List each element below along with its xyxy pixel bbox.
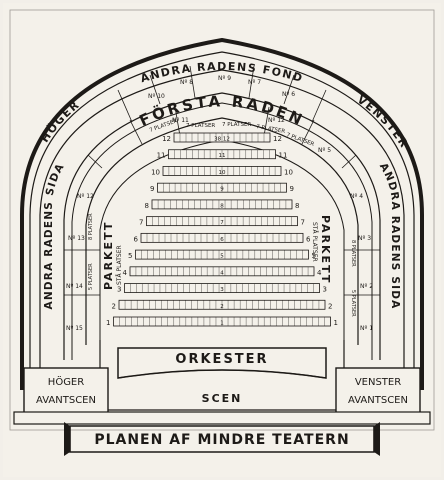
title: PLANEN AF MINDRE TEATERN (94, 432, 349, 448)
platser-label: 5 PLATSER (350, 290, 356, 317)
sta-platser-right-label: STÅ PLATSER (311, 222, 318, 262)
row-number-left: 4 (123, 269, 128, 277)
platser-label: 7 PLATSER (256, 124, 286, 135)
platser-label: 7 PLATSER (186, 123, 215, 129)
parkett-row (151, 199, 293, 210)
box-label: Nº 3 (358, 235, 371, 242)
row-center-mark: 4 (220, 270, 224, 276)
parkett-row (135, 249, 309, 260)
row-number-right: 8 (295, 202, 299, 210)
hoger-avantscen-label: AVANTSCEN (36, 395, 96, 406)
box-label: Nº 1 (360, 325, 373, 332)
box-label: Nº 7 (248, 79, 261, 86)
box-label: Nº 11 (172, 117, 189, 124)
parkett-row (140, 232, 304, 243)
row-center-mark: 7 (220, 220, 224, 226)
row-number-left: 1 (106, 319, 110, 327)
row-number-right: 2 (328, 302, 332, 310)
scen-label: SCEN (202, 392, 243, 405)
row-number-left: 3 (117, 286, 121, 294)
row-number-left: 9 (150, 185, 154, 193)
row-number-right: 7 (301, 219, 305, 227)
row-number-left: 12 (162, 135, 171, 143)
platser-label: 8 PLATSER (88, 213, 94, 240)
venster-avantscen-label: AVANTSCEN (348, 395, 408, 406)
row-number-right: 4 (317, 269, 322, 277)
platser-label: 8 PLATSER (350, 240, 356, 267)
parkett-row (129, 266, 315, 277)
row-center-mark: 3 (220, 287, 224, 293)
hoger-avantscen-box (23, 367, 109, 415)
row-number-right: 10 (284, 168, 293, 176)
platser-label: 7 PLATSER (222, 122, 251, 128)
box-label: Nº 8 (180, 79, 193, 86)
row-number-left: 8 (145, 202, 149, 210)
row-number-left: 10 (151, 168, 160, 176)
box-label: Nº 4 (350, 193, 363, 200)
parkett-right-label: PARKETT (319, 215, 332, 284)
row-center-mark: 38 12 (214, 137, 230, 143)
row-center-mark: 5 (220, 254, 224, 260)
row-center-mark: 2 (220, 304, 224, 310)
box-label: Nº 13 (68, 235, 85, 242)
row-center-mark: 6 (220, 237, 224, 243)
row-number-left: 5 (128, 252, 132, 260)
row-number-right: 6 (306, 235, 311, 243)
parkett-left-label: PARKETT (102, 221, 115, 290)
box-label: Nº 2 (360, 283, 373, 290)
box-label: Nº 9 (218, 75, 231, 82)
sta-platser-left-label: STÅ PLATSER (116, 245, 123, 285)
box-label: Nº 10 (148, 93, 165, 100)
row-number-left: 7 (139, 219, 143, 227)
row-center-mark: 9 (220, 187, 224, 193)
row-number-right: 9 (290, 185, 294, 193)
row-number-right: 3 (323, 286, 327, 294)
parkett-row (124, 283, 320, 293)
parkett-row (146, 216, 298, 227)
row-number-left: 2 (112, 302, 116, 310)
row-number-left: 6 (134, 235, 139, 243)
outer-wall (20, 37, 424, 390)
orkester-label: ORKESTER (175, 352, 268, 367)
venster-avantscen-label: VENSTER (355, 377, 401, 388)
box-label: Nº 12 (77, 193, 94, 200)
row-number-right: 5 (312, 252, 316, 260)
row-number-left: 11 (157, 152, 166, 160)
row-number-right: 11 (279, 152, 288, 160)
row-center-mark: 8 (220, 203, 224, 209)
row-center-mark: 10 (219, 170, 226, 176)
box-label: Nº 12 (268, 117, 285, 124)
row-number-right: 1 (334, 319, 338, 327)
box-label: Nº 15 (66, 325, 83, 332)
box-label: Nº 14 (66, 283, 83, 290)
venster-avantscen-box (335, 367, 421, 415)
row-center-mark: 1 (220, 321, 224, 327)
row-number-right: 12 (273, 135, 282, 143)
row-center-mark: 11 (219, 153, 226, 159)
hoger-avantscen-label: HÖGER (48, 375, 84, 388)
box-label: Nº 5 (318, 147, 331, 154)
platser-label: 5 PLATSER (88, 263, 94, 290)
box-label: Nº 6 (282, 91, 295, 98)
